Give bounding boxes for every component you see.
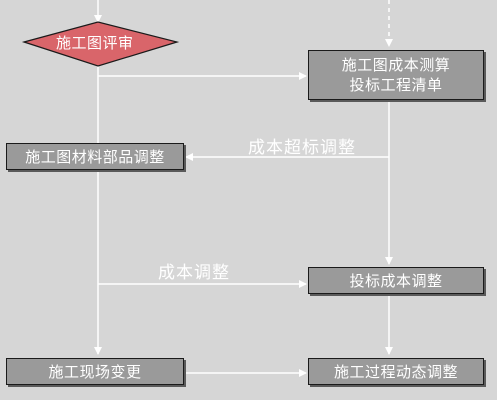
edge-label-cost-adjust: 成本调整 — [158, 263, 230, 283]
cost-estimate-line1: 施工图成本测算 — [341, 56, 451, 74]
process-adjust-node: 施工过程动态调整 — [308, 358, 484, 385]
edge-label-over-budget: 成本超标调整 — [248, 138, 356, 158]
review-diamond — [21, 21, 180, 67]
materials-adjust-node: 施工图材料部品调整 — [6, 143, 184, 170]
review-node-label: 施工图评审 — [56, 34, 134, 52]
bid-cost-adjust-node: 投标成本调整 — [308, 267, 484, 294]
cost-estimate-node: 施工图成本测算 投标工程清单 — [308, 50, 484, 100]
site-change-node: 施工现场变更 — [6, 358, 184, 385]
cost-estimate-line2: 投标工程清单 — [349, 76, 443, 94]
